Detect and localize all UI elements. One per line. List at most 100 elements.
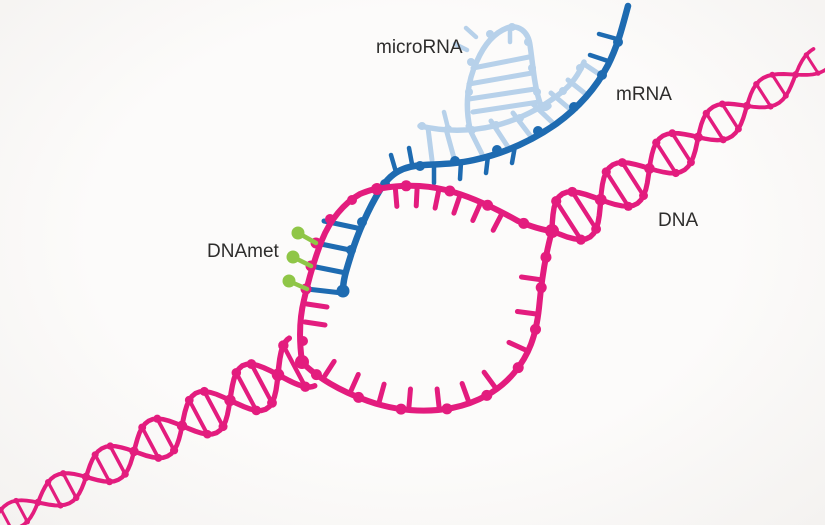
base-pair-rung	[61, 471, 78, 500]
node-dot	[492, 145, 502, 155]
helix-strand	[647, 130, 701, 171]
node-dot	[516, 114, 524, 122]
node-dot	[559, 87, 567, 95]
methyl-ball	[286, 250, 300, 264]
helix-strand	[131, 416, 185, 454]
base-tick	[376, 381, 387, 407]
node-dot	[528, 64, 536, 72]
node-dot	[450, 156, 460, 166]
dna-double-helix	[0, 47, 825, 525]
base-pair-rung	[0, 507, 12, 525]
base-tick	[302, 319, 328, 328]
helix-strand	[35, 471, 89, 505]
label-dnamet: DNAmet	[207, 241, 280, 262]
bubble-left-junction-node	[295, 355, 309, 369]
node-dot	[441, 403, 453, 415]
helix-strand	[793, 67, 825, 77]
label-microrna: microRNA	[376, 37, 463, 58]
helix-strand	[83, 443, 137, 480]
node-dot	[465, 88, 473, 96]
node-dot	[539, 102, 547, 110]
bubble-right-junction-node	[545, 224, 559, 238]
node-dot	[467, 58, 475, 66]
bubble-bottom-strand	[299, 228, 555, 414]
base-pair-rung	[93, 453, 112, 484]
node-dot	[325, 214, 335, 224]
base-tick	[596, 31, 620, 42]
node-dot	[310, 369, 322, 381]
helix-strand	[793, 47, 816, 77]
helix-strand	[35, 474, 89, 508]
mrna-strand	[304, 2, 632, 298]
node-dot	[576, 64, 584, 72]
helix-strand	[179, 397, 233, 437]
node-dot	[644, 163, 655, 174]
dna-methylation-marks	[282, 226, 319, 292]
base-pair-rung	[754, 82, 773, 109]
base-tick	[432, 185, 442, 211]
helix-strand	[131, 423, 185, 461]
node-dot	[444, 185, 456, 197]
rna-duplex-rung	[425, 125, 435, 163]
node-dot	[742, 101, 751, 110]
helix-strand	[275, 335, 293, 378]
node-dot	[224, 394, 236, 407]
microrna-hairpin	[417, 23, 605, 163]
base-pair-rung	[804, 53, 820, 75]
node-dot	[524, 38, 532, 46]
node-dot	[508, 23, 516, 31]
node-dot	[693, 132, 703, 142]
helix-strand	[598, 165, 653, 209]
node-dot	[518, 217, 530, 229]
node-dot	[792, 71, 800, 79]
base-pair-rung	[670, 131, 693, 165]
methyl-ball	[291, 226, 305, 240]
node-dot	[129, 446, 139, 457]
transcription-bubble	[295, 180, 559, 415]
node-dot	[512, 362, 524, 374]
base-tick	[506, 339, 531, 354]
base-pair-rung	[249, 361, 275, 405]
helix-strand	[83, 449, 137, 484]
hairpin-stem-rung	[466, 86, 538, 102]
helix-strand	[598, 159, 653, 203]
base-pair-rung	[281, 343, 308, 389]
node-dot	[533, 88, 541, 96]
hairpin-stem-rung	[470, 54, 532, 71]
base-tick	[459, 381, 472, 406]
node-dot	[81, 472, 91, 482]
helix-strand	[549, 196, 604, 243]
helix-strand	[19, 500, 40, 525]
node-dot	[176, 420, 188, 432]
base-pair-rung	[770, 73, 788, 98]
node-dot	[418, 122, 426, 130]
helix-strand	[647, 134, 701, 176]
base-pair-rung	[704, 111, 725, 142]
base-pair-rung	[108, 444, 127, 476]
base-tick	[514, 309, 541, 317]
node-dot	[415, 161, 425, 171]
helix-strand	[275, 372, 318, 390]
base-pair-rung	[140, 425, 161, 460]
node-dot	[444, 125, 452, 133]
base-tick	[481, 369, 500, 392]
node-dot	[298, 336, 308, 346]
node-dot	[271, 368, 285, 382]
node-dot	[535, 282, 547, 294]
base-tick	[451, 191, 463, 216]
helix-strand	[696, 101, 750, 140]
node-dot	[529, 323, 541, 335]
node-dot	[481, 389, 493, 401]
node-dot	[468, 126, 476, 134]
rna-duplex-rung	[443, 126, 457, 161]
base-tick	[406, 386, 413, 413]
node-dot	[357, 217, 367, 227]
base-pair-rung	[654, 140, 678, 175]
helix-strand	[549, 189, 604, 234]
base-tick	[587, 52, 611, 64]
node-dot	[395, 403, 407, 415]
base-pair-rung	[155, 416, 176, 453]
hairpin-stem-rung	[470, 99, 542, 115]
helix-strand	[227, 361, 281, 403]
